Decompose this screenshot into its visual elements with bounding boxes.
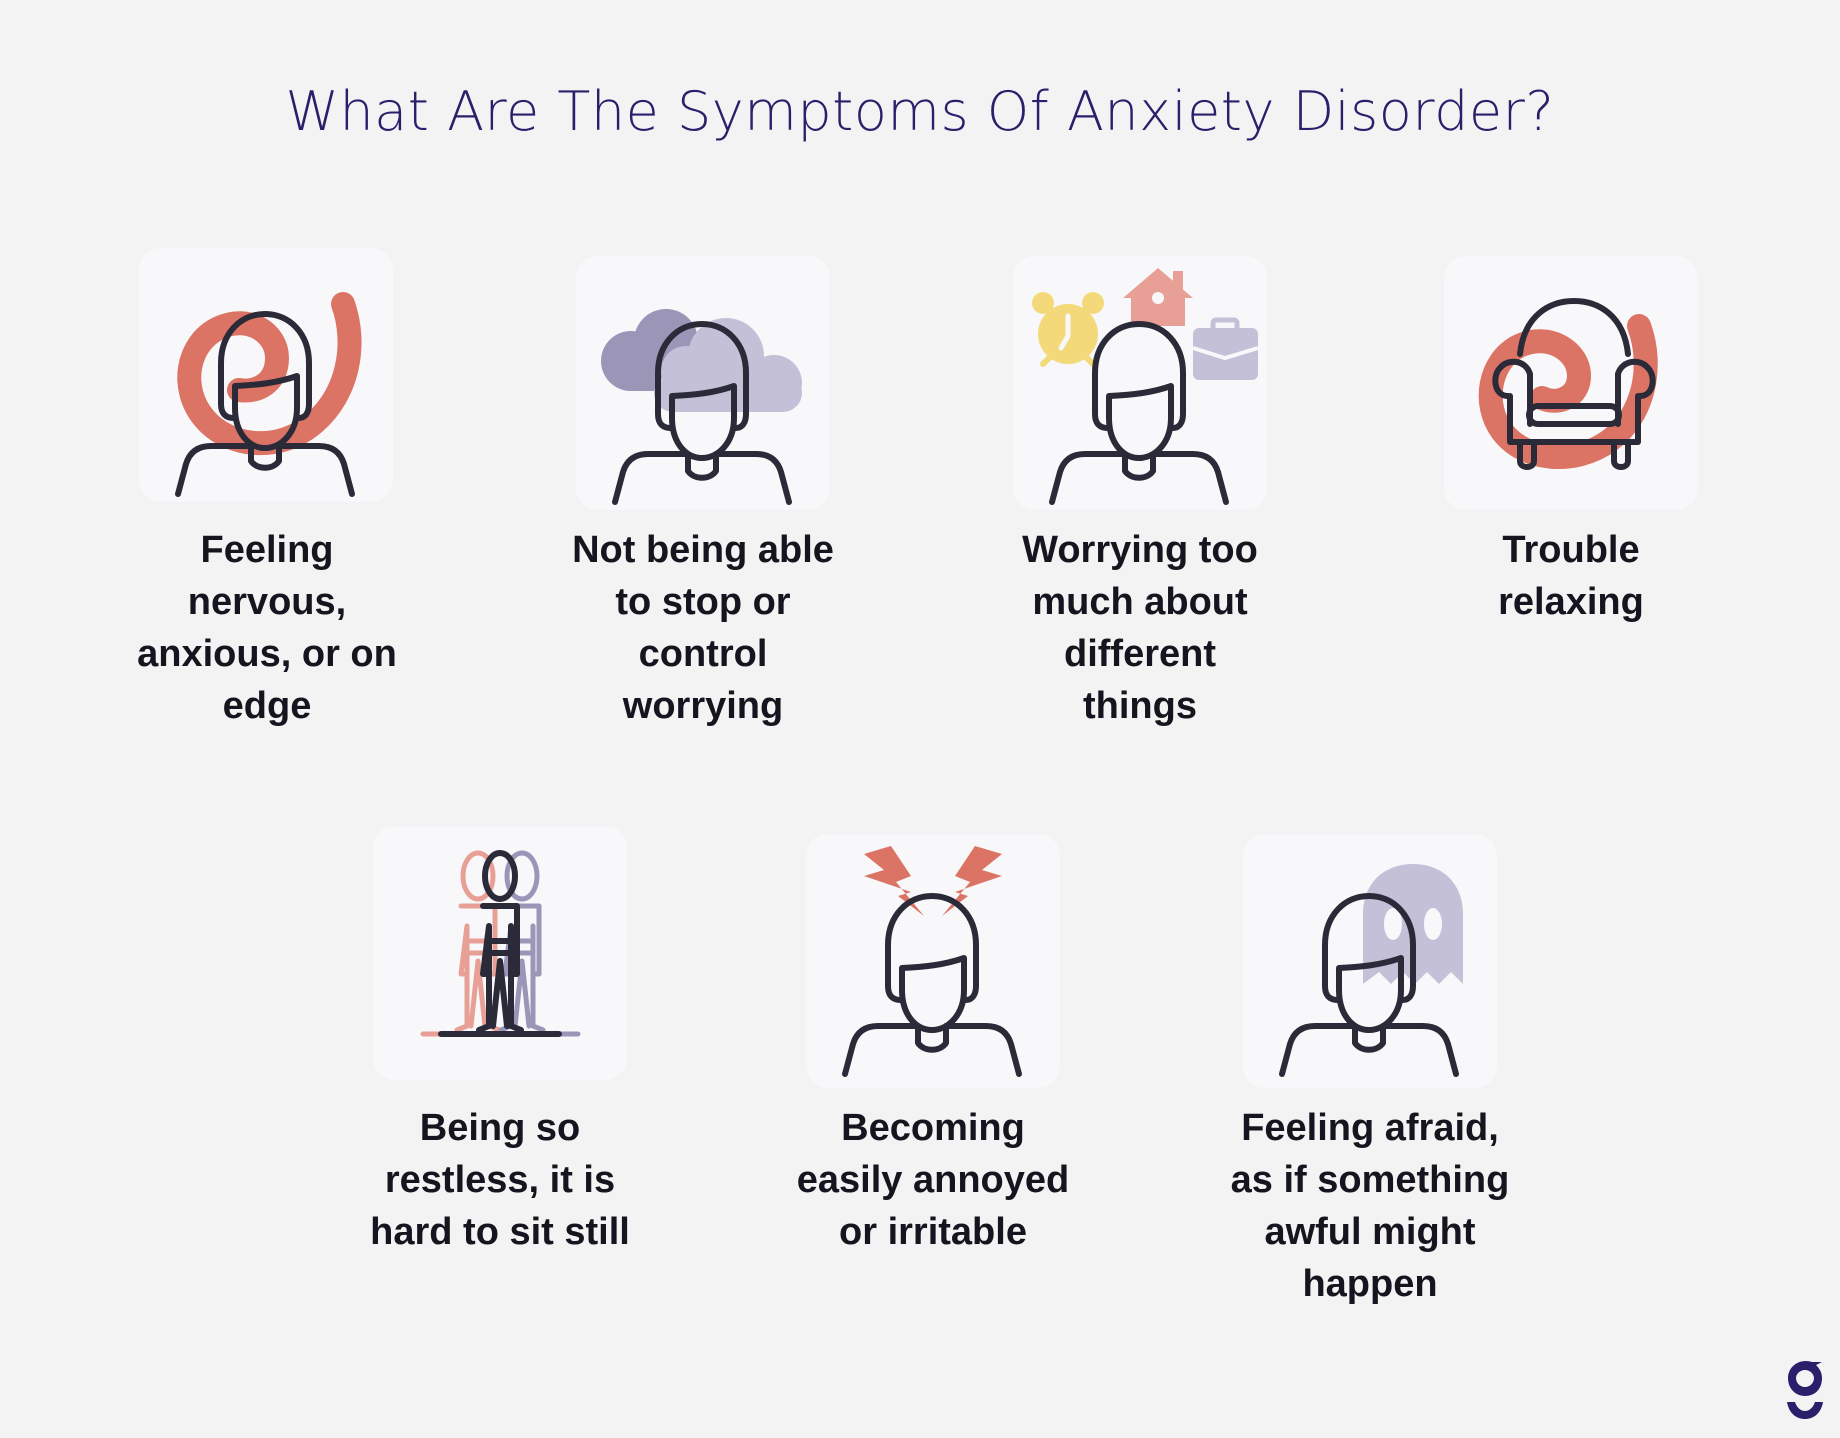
person-lightning-icon	[842, 846, 1022, 1077]
symptom-label-control-worry: Not being able to stop or control worryi…	[572, 529, 834, 727]
person-cloud-icon	[601, 309, 802, 505]
armchair-spiral-icon	[1478, 298, 1658, 470]
symptom-label-relaxing: Trouble relaxing	[1498, 529, 1644, 623]
symptom-card-afraid	[1243, 834, 1497, 1088]
briefcase-icon	[1192, 317, 1259, 380]
symptom-card-worry-things	[1013, 256, 1267, 510]
symptom-label-irritable: Becoming easily annoyed or irritable	[796, 1107, 1070, 1253]
restless-figure-icon	[420, 850, 581, 1037]
person-spiral-icon	[175, 292, 362, 497]
symptom-card-relaxing	[1444, 256, 1698, 510]
lightning-icon	[864, 846, 1002, 916]
alarm-clock-icon	[1032, 292, 1104, 367]
symptom-card-restless	[373, 826, 627, 1080]
symptom-label-nervous: Feeling nervous, anxious, or on edge	[137, 529, 397, 727]
page-title: What Are The Symptoms Of Anxiety Disorde…	[285, 80, 1555, 143]
person-ghost-icon	[1279, 864, 1463, 1077]
symptom-label-worry-things: Worrying too much about different things	[1022, 529, 1258, 727]
ghost-icon	[1363, 864, 1463, 984]
symptom-label-afraid: Feeling afraid, as if something awful mi…	[1230, 1107, 1510, 1305]
symptom-card-nervous	[139, 248, 393, 502]
symptom-label-restless: Being so restless, it is hard to sit sti…	[370, 1107, 630, 1253]
symptom-card-irritable	[806, 834, 1060, 1088]
symptom-card-control-worry	[576, 256, 830, 510]
person-worries-icon	[1032, 268, 1259, 505]
house-icon	[1123, 268, 1193, 326]
brand-g-logo-icon	[1787, 1360, 1823, 1419]
